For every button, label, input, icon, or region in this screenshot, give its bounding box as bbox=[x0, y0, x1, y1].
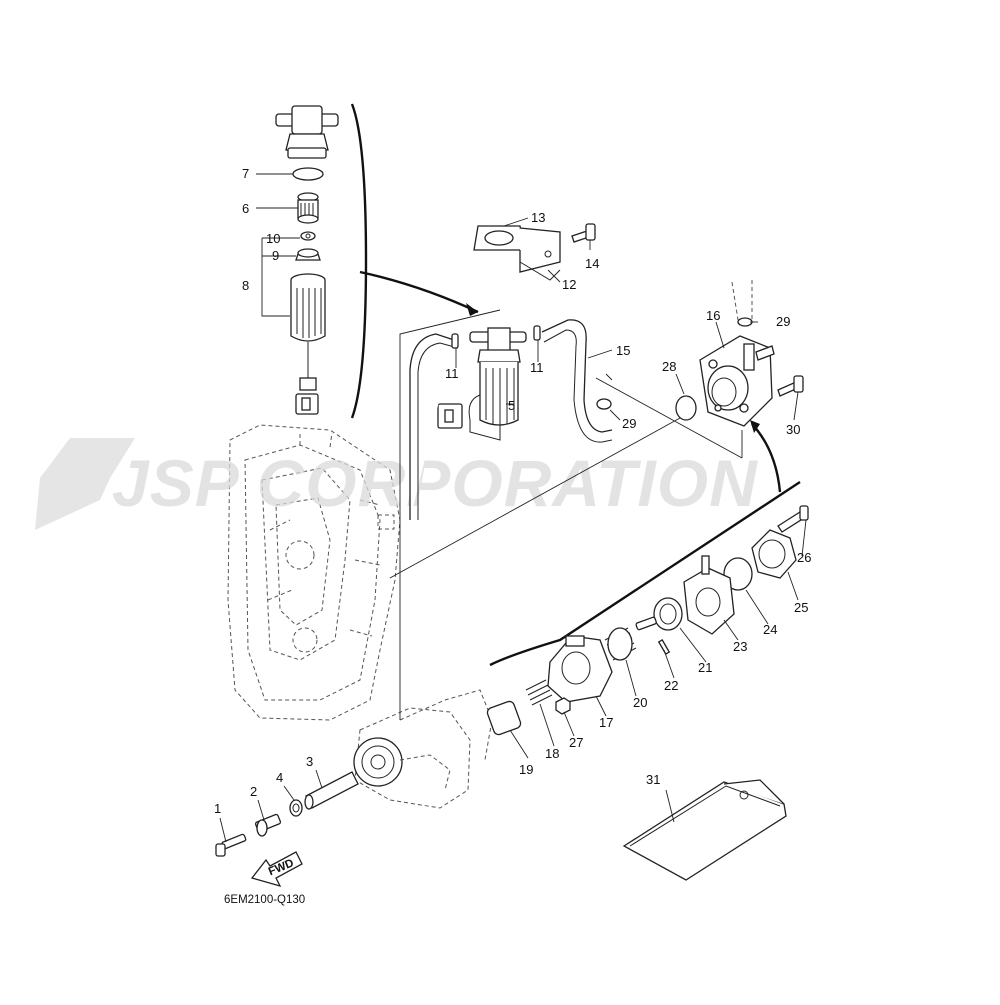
callout-18: 18 bbox=[545, 746, 559, 761]
callout-28: 28 bbox=[662, 359, 676, 374]
callout-25: 25 bbox=[794, 600, 808, 615]
callout-31: 31 bbox=[646, 772, 660, 787]
fuel-filter-exploded bbox=[275, 105, 339, 415]
pump-internal-parts bbox=[486, 505, 809, 736]
callout-27: 27 bbox=[569, 735, 583, 750]
callout-3: 3 bbox=[306, 754, 313, 769]
instruction-sheet bbox=[622, 779, 787, 881]
callout-19: 19 bbox=[519, 762, 533, 777]
arrow-head-filter bbox=[466, 303, 478, 316]
callout-4: 4 bbox=[276, 770, 283, 785]
callout-8: 8 bbox=[242, 278, 249, 293]
callout-2: 2 bbox=[250, 784, 257, 799]
fuel-filter-assembly bbox=[409, 223, 613, 520]
callout-11-right: 11 bbox=[530, 360, 544, 375]
callout-29-lower: 29 bbox=[622, 416, 636, 431]
callout-17: 17 bbox=[599, 715, 613, 730]
callout-13: 13 bbox=[531, 210, 545, 225]
callout-6: 6 bbox=[242, 201, 249, 216]
engine-block-outline bbox=[227, 424, 401, 721]
callout-30: 30 bbox=[786, 422, 800, 437]
callout-24: 24 bbox=[763, 622, 777, 637]
watermark: JSP CORPORATION bbox=[35, 438, 758, 530]
group-bracket-pump bbox=[489, 480, 801, 667]
fwd-direction-arrow: FWD bbox=[250, 851, 303, 888]
diagram-code: 6EM2100-Q130 bbox=[224, 894, 305, 906]
callout-12: 12 bbox=[562, 277, 576, 292]
callout-14: 14 bbox=[585, 256, 599, 271]
arrow-head-pump bbox=[750, 420, 760, 433]
o-ring-7 bbox=[292, 167, 324, 181]
callout-29-upper: 29 bbox=[776, 314, 790, 329]
callout-10: 10 bbox=[266, 231, 280, 246]
reference-lines bbox=[389, 309, 743, 720]
callout-26: 26 bbox=[797, 550, 811, 565]
callout-15: 15 bbox=[616, 343, 630, 358]
callout-20: 20 bbox=[633, 695, 647, 710]
callout-11-left: 11 bbox=[445, 366, 459, 381]
callout-labels: 7 6 10 9 8 13 12 14 15 11 11 5 29 16 29 … bbox=[214, 166, 811, 816]
callout-5: 5 bbox=[508, 398, 515, 413]
leader-lines bbox=[219, 173, 807, 843]
callout-22: 22 bbox=[664, 678, 678, 693]
group-bracket-filter bbox=[350, 103, 368, 419]
callout-21: 21 bbox=[698, 660, 712, 675]
watermark-text: JSP CORPORATION bbox=[112, 446, 758, 520]
callout-1: 1 bbox=[214, 801, 221, 816]
callout-16: 16 bbox=[706, 308, 720, 323]
drive-shaft-parts bbox=[215, 771, 359, 857]
callout-9: 9 bbox=[272, 248, 279, 263]
callout-7: 7 bbox=[242, 166, 249, 181]
lower-casing-outline bbox=[353, 689, 493, 809]
arrow-to-filter-line bbox=[359, 270, 479, 314]
fuel-pump-assembly bbox=[675, 280, 804, 427]
callout-23: 23 bbox=[733, 639, 747, 654]
